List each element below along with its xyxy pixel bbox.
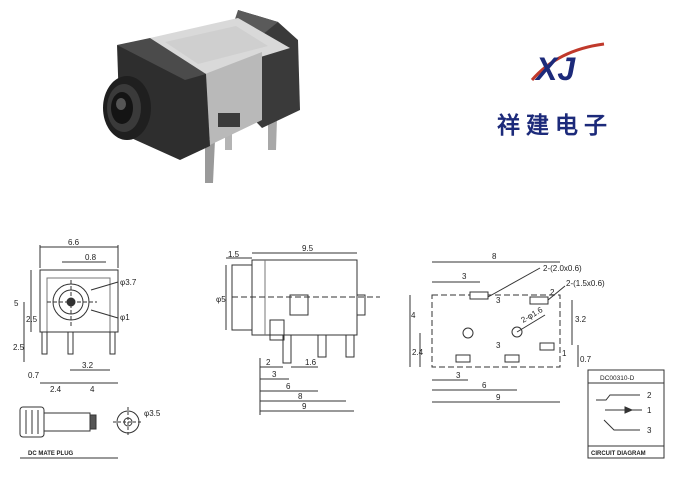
xj-logo: XJ (530, 42, 605, 87)
dim-front-step: 1.5 (228, 250, 240, 259)
dim-bottom-b: 6 (482, 381, 487, 390)
dim-lower-half: 2.5 (13, 343, 25, 352)
dim-bottom-a: 3 (456, 371, 461, 380)
dim-half-height: 2.5 (26, 315, 38, 324)
pcb-footprint (409, 261, 579, 403)
plug-caption: DC MATE PLUG (28, 451, 74, 457)
dim-bottom-c: 9 (496, 393, 501, 402)
dim-pin-dia: φ1 (120, 313, 130, 322)
dim-d3: 3 (272, 370, 277, 379)
company-name: 祥建电子 (497, 113, 613, 139)
dim-left-offset: 0.7 (28, 371, 40, 380)
front-view (23, 245, 119, 384)
circuit-pin-2: 2 (647, 391, 652, 400)
dim-d4: 6 (286, 382, 291, 391)
dim-side-height: φ5 (216, 295, 226, 304)
dim-hole: 2-φ1.6 (520, 305, 545, 325)
dim-pin-offset: 0.8 (85, 253, 97, 262)
logo-text: XJ (534, 51, 576, 87)
dim-pin-pitch: 3.2 (82, 361, 94, 370)
dim-slot-b: 2-(1.5x0.6) (566, 279, 605, 288)
dim-length: 9.5 (302, 244, 314, 253)
dim-width: 6.6 (68, 238, 80, 247)
dim-outer-dia: φ3.7 (120, 278, 137, 287)
circuit-part-number: DC00310-D (600, 375, 635, 382)
plug-dia: φ3.5 (144, 409, 161, 418)
dim-d1: 2 (266, 358, 271, 367)
pin-2-label: 2 (550, 288, 555, 297)
dim-pitch-b: 4 (90, 385, 95, 394)
dim-left-offset-fp: 3 (462, 272, 467, 281)
dim-height: 5 (14, 299, 19, 308)
dim-vertical: 4 (411, 311, 416, 320)
dim-pitch-a: 2.4 (50, 385, 62, 394)
dc-mate-plug (19, 406, 143, 459)
dim-d5: 8 (298, 392, 303, 401)
dim-d2: 1.6 (305, 358, 317, 367)
dim-top-span: 8 (492, 252, 497, 261)
front-view-body (39, 269, 119, 333)
footprint-outline (431, 294, 561, 368)
dim-right-v2: 0.7 (580, 355, 592, 364)
pin-1-label: 1 (562, 349, 567, 358)
dim-left-v: 2.4 (412, 348, 424, 357)
dim-slot-a: 2-(2.0x0.6) (543, 264, 582, 273)
circuit-pin-1: 1 (647, 406, 652, 415)
dim-right-v: 3.2 (575, 315, 587, 324)
dim-d6: 9 (302, 402, 307, 411)
circuit-caption: CIRCUIT DIAGRAM (591, 451, 646, 457)
pin-3b-label: 3 (496, 341, 501, 350)
product-photo (103, 10, 300, 183)
circuit-diagram (587, 369, 665, 459)
pin-3-label: 3 (496, 296, 501, 305)
circuit-pin-3: 3 (647, 426, 652, 435)
side-view (225, 252, 380, 415)
